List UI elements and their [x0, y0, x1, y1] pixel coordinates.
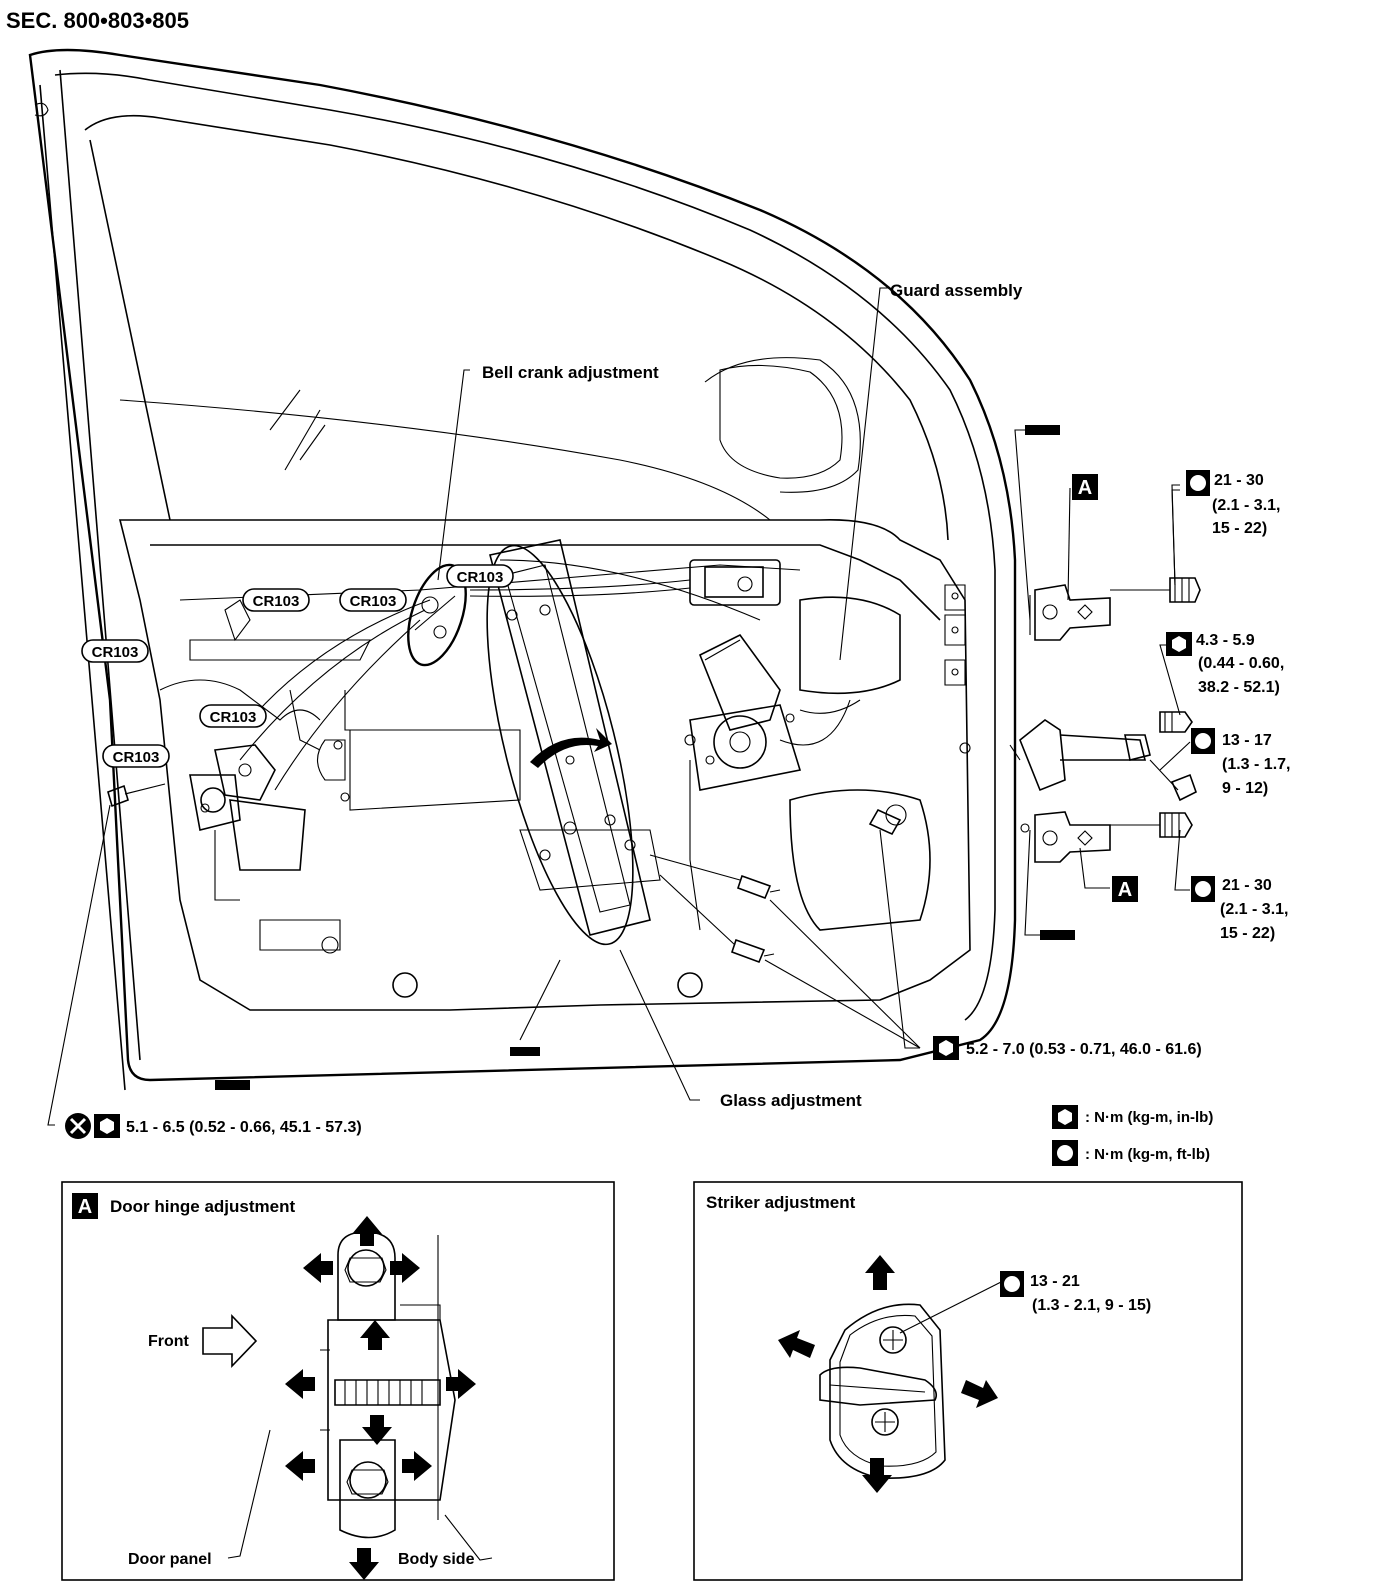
svg-text:(0.44 - 0.60,: (0.44 - 0.60,: [1198, 655, 1284, 672]
legend-ft-lb: : N·m (kg-m, ft-lb): [1085, 1146, 1210, 1163]
svg-text:(1.3 - 2.1, 9 - 15): (1.3 - 2.1, 9 - 15): [1032, 1297, 1151, 1314]
svg-text:CR103: CR103: [350, 593, 397, 610]
torque-icon-ft-lb: [1191, 728, 1215, 754]
svg-text:(1.3 - 1.7,: (1.3 - 1.7,: [1222, 756, 1290, 773]
hinge-box-title: Door hinge adjustment: [110, 1197, 295, 1216]
glass-adjustment-label: Glass adjustment: [720, 1091, 862, 1110]
lock-screw: [107, 783, 166, 808]
badge-a-upper: A: [1072, 474, 1098, 500]
striker-adjust-arrows: [778, 1255, 998, 1493]
badge-a-lower: A: [1112, 876, 1138, 902]
door-lock-assembly: [189, 599, 360, 901]
connector-cr103-3: CR103: [339, 588, 407, 612]
window-motor: [684, 633, 861, 791]
front-label: Front: [148, 1333, 190, 1350]
door-cables: [159, 559, 851, 931]
svg-text:A: A: [1078, 477, 1092, 499]
striker-torque: 13 - 21: [1030, 1273, 1080, 1290]
svg-text:(2.1 - 3.1,: (2.1 - 3.1,: [1220, 901, 1288, 918]
door-hinge-adjustment-panel: A Door hinge adjustment Front: [61, 1181, 615, 1581]
striker-box-title: Striker adjustment: [706, 1193, 856, 1212]
torque-check-bolt: 13 - 17: [1222, 732, 1272, 749]
svg-text:CR103: CR103: [113, 749, 160, 766]
legend-icon-in-lb: [1052, 1105, 1078, 1129]
door-check-link: [1009, 711, 1197, 802]
svg-text:A: A: [78, 1196, 92, 1218]
svg-text:A: A: [1118, 879, 1132, 901]
torque-icon-ft-lb: [1000, 1271, 1024, 1297]
torque-icon-in-lb: [933, 1036, 959, 1060]
inner-door-panel: [118, 519, 971, 1011]
connector-cr103-4: CR103: [81, 639, 149, 663]
svg-text:38.2 - 52.1): 38.2 - 52.1): [1198, 679, 1280, 696]
connector-cr103-2: CR103: [242, 588, 310, 612]
svg-text:(2.1 - 3.1,: (2.1 - 3.1,: [1212, 497, 1280, 514]
torque-icon-ft-lb: [1191, 876, 1215, 902]
door-frame: [28, 48, 1017, 1091]
svg-text:9 - 12): 9 - 12): [1222, 780, 1268, 797]
legend-in-lb: : N·m (kg-m, in-lb): [1085, 1109, 1213, 1126]
svg-text:CR103: CR103: [92, 644, 139, 661]
bell-crank-label: Bell crank adjustment: [482, 363, 659, 382]
striker-adjustment-panel: Striker adjustment 13 - 21 (1.3 - 2.1, 9…: [693, 1181, 1243, 1581]
connector-labels: CR103 CR103 CR103 CR103 CR103 CR103: [81, 564, 514, 768]
body-side-label: Body side: [398, 1551, 475, 1568]
connector-cr103-5: CR103: [199, 704, 267, 728]
lower-hinge: [1020, 811, 1193, 863]
callout-leaders: [47, 287, 1191, 1126]
front-arrow-icon: [202, 1314, 258, 1368]
torque-icon-in-lb: [94, 1114, 120, 1138]
torque-check-link: 4.3 - 5.9: [1196, 632, 1255, 649]
hinge-adjust-arrows: [285, 1216, 476, 1580]
window-glass: [119, 357, 861, 521]
svg-text:15 - 22): 15 - 22): [1212, 520, 1267, 537]
door-panel-label: Door panel: [128, 1551, 212, 1568]
svg-text:15 - 22): 15 - 22): [1220, 925, 1275, 942]
torque-icon-ft-lb: [1186, 470, 1210, 496]
window-regulator: [486, 539, 651, 946]
regulator-bolts: [649, 804, 907, 964]
replace-icon: [65, 1113, 91, 1139]
upper-hinge: [1029, 577, 1201, 641]
legend-icon-ft-lb: [1052, 1140, 1078, 1166]
svg-text:CR103: CR103: [457, 569, 504, 586]
guard-assembly-label: Guard assembly: [890, 281, 1023, 300]
svg-text:CR103: CR103: [210, 709, 257, 726]
torque-lock: 5.1 - 6.5 (0.52 - 0.66, 45.1 - 57.3): [126, 1119, 362, 1136]
torque-hinge-bottom: 21 - 30: [1222, 877, 1272, 894]
torque-regulator: 5.2 - 7.0 (0.53 - 0.71, 46.0 - 61.6): [966, 1041, 1202, 1058]
grease-markers: [215, 425, 1075, 1090]
connector-cr103-6: CR103: [102, 744, 170, 768]
section-header: SEC. 800•803•805: [6, 8, 189, 33]
torque-icon-in-lb: [1166, 632, 1192, 656]
torque-hinge-top: 21 - 30: [1214, 472, 1264, 489]
connector-cr103-1: CR103: [446, 564, 514, 588]
svg-text:CR103: CR103: [253, 593, 300, 610]
